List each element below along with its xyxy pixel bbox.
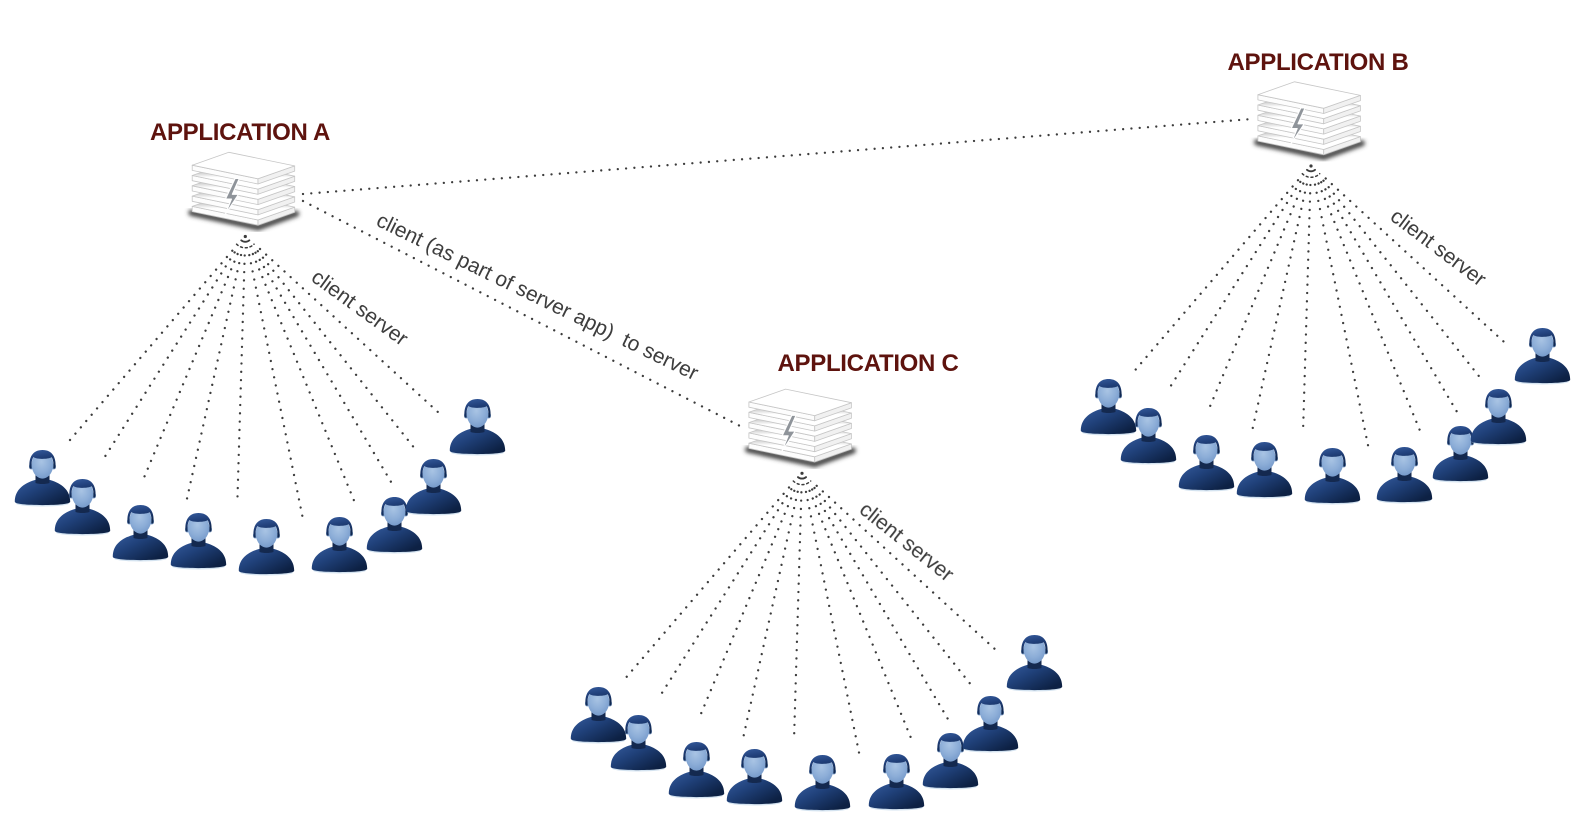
svg-text:APPLICATION A: APPLICATION A xyxy=(150,119,330,146)
svg-text:APPLICATION B: APPLICATION B xyxy=(1228,49,1409,76)
svg-text:APPLICATION C: APPLICATION C xyxy=(778,350,959,377)
svg-text:client server: client server xyxy=(307,265,412,350)
svg-text:client server: client server xyxy=(855,498,958,586)
svg-text:client (as part of server app): client (as part of server app) to server xyxy=(373,209,702,385)
